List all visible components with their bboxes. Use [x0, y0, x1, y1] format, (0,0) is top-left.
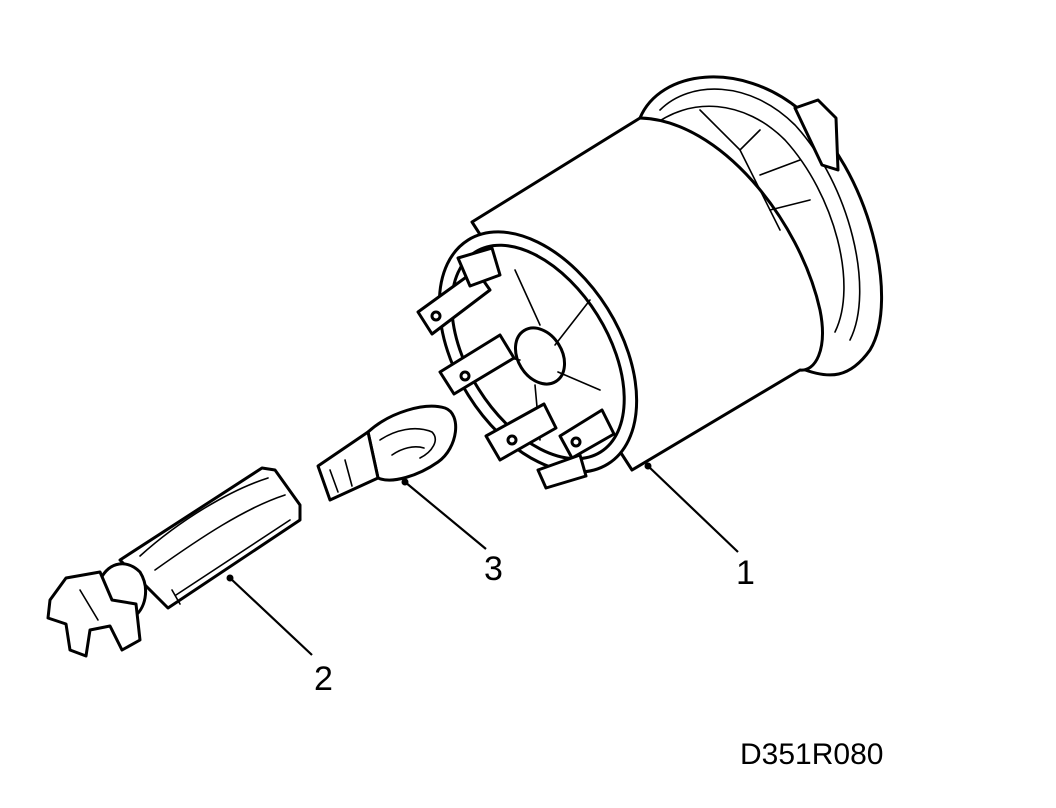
bulb-wedge-base — [316, 430, 380, 502]
callout-label-1: 1 — [736, 554, 755, 592]
housing-terminals — [416, 246, 616, 490]
housing-inner-hub — [513, 326, 567, 386]
housing-rear-tab — [793, 98, 840, 172]
document-id: D351R080 — [740, 738, 883, 771]
housing-cylinder — [470, 116, 824, 472]
bulb-glass — [366, 404, 458, 482]
leader-line-2 — [226, 574, 313, 656]
leader-line-1 — [644, 462, 739, 553]
socket-tube — [118, 466, 302, 610]
callout-label-2: 2 — [314, 660, 333, 698]
socket-part-2 — [46, 466, 302, 658]
wedge-bulb-part-3 — [316, 404, 458, 502]
leader-line-3 — [401, 478, 487, 550]
callout-label-3: 3 — [484, 550, 503, 588]
housing-part-1 — [416, 75, 883, 490]
